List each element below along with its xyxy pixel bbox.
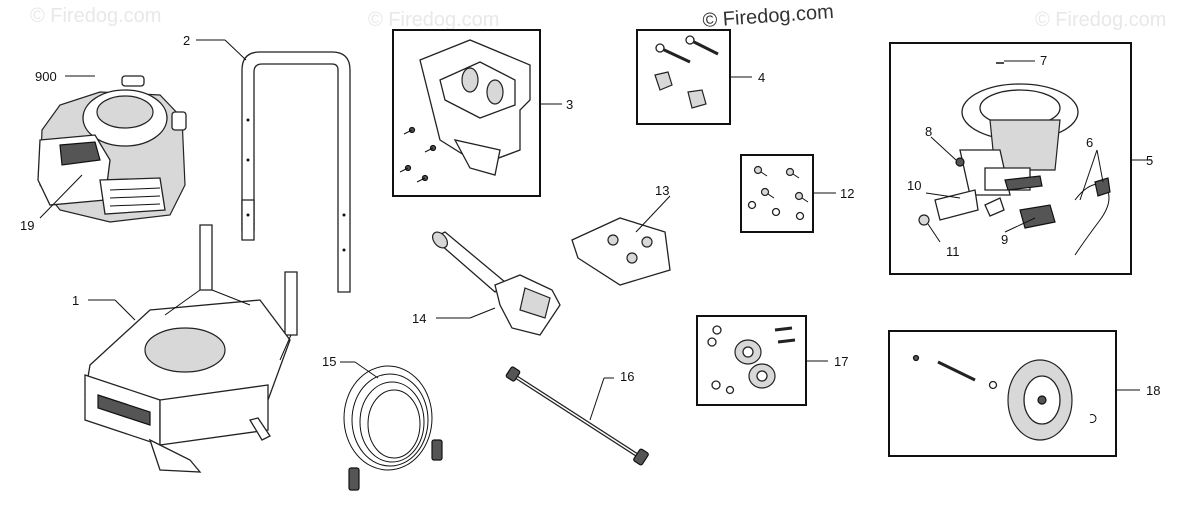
callout-pump-part-10: 10 — [907, 178, 921, 193]
callout-frame: 1 — [72, 293, 79, 308]
callout-bracket-kit: 3 — [566, 97, 573, 112]
wheel-illustration — [912, 354, 1097, 441]
watermark-faint-center: © Firedog.com — [368, 9, 499, 31]
spray-gun-illustration — [431, 231, 561, 336]
frame-illustration — [84, 224, 298, 473]
watermark-faint-left: © Firedog.com — [30, 5, 161, 27]
callout-wheel-kit: 18 — [1146, 383, 1160, 398]
bolts-illustration — [654, 35, 719, 109]
pump-assembly-box — [889, 42, 1132, 275]
watermark-faint-right: © Firedog.com — [1035, 9, 1166, 31]
pump-illustration — [918, 62, 1111, 256]
callout-valve: 8 — [925, 124, 932, 139]
callout-pump-assembly: 5 — [1146, 153, 1153, 168]
bolt-kit-box — [636, 29, 731, 125]
callout-hardware-kit: 12 — [840, 186, 854, 201]
hose-illustration — [343, 365, 443, 491]
callout-engine-part-19: 19 — [20, 218, 34, 233]
callout-pin: 7 — [1040, 53, 1047, 68]
callout-handle: 2 — [183, 33, 190, 48]
callout-pump-part-11: 11 — [946, 244, 960, 259]
callout-decal-bag: 13 — [655, 183, 669, 198]
callout-bolt-kit: 4 — [758, 70, 765, 85]
handle-illustration — [241, 51, 351, 293]
callout-nozzle: 9 — [1001, 232, 1008, 247]
callout-spray-gun: 14 — [412, 311, 426, 326]
bracket-illustration — [399, 39, 531, 183]
callout-hoses: 6 — [1086, 135, 1093, 150]
watermark-main: © Firedog.com — [702, 1, 835, 32]
bearing-illustration — [707, 325, 796, 395]
hardware-illustration — [747, 165, 809, 221]
wheel-kit-box — [888, 330, 1117, 457]
callout-lance: 16 — [620, 369, 634, 384]
decal-bag-illustration — [571, 217, 671, 286]
callout-hose: 15 — [322, 354, 336, 369]
bracket-kit-box — [392, 29, 541, 197]
engine-illustration — [37, 75, 187, 223]
callout-bearing-kit: 17 — [834, 354, 848, 369]
callout-engine: 900 — [35, 69, 57, 84]
lance-illustration — [505, 366, 649, 466]
